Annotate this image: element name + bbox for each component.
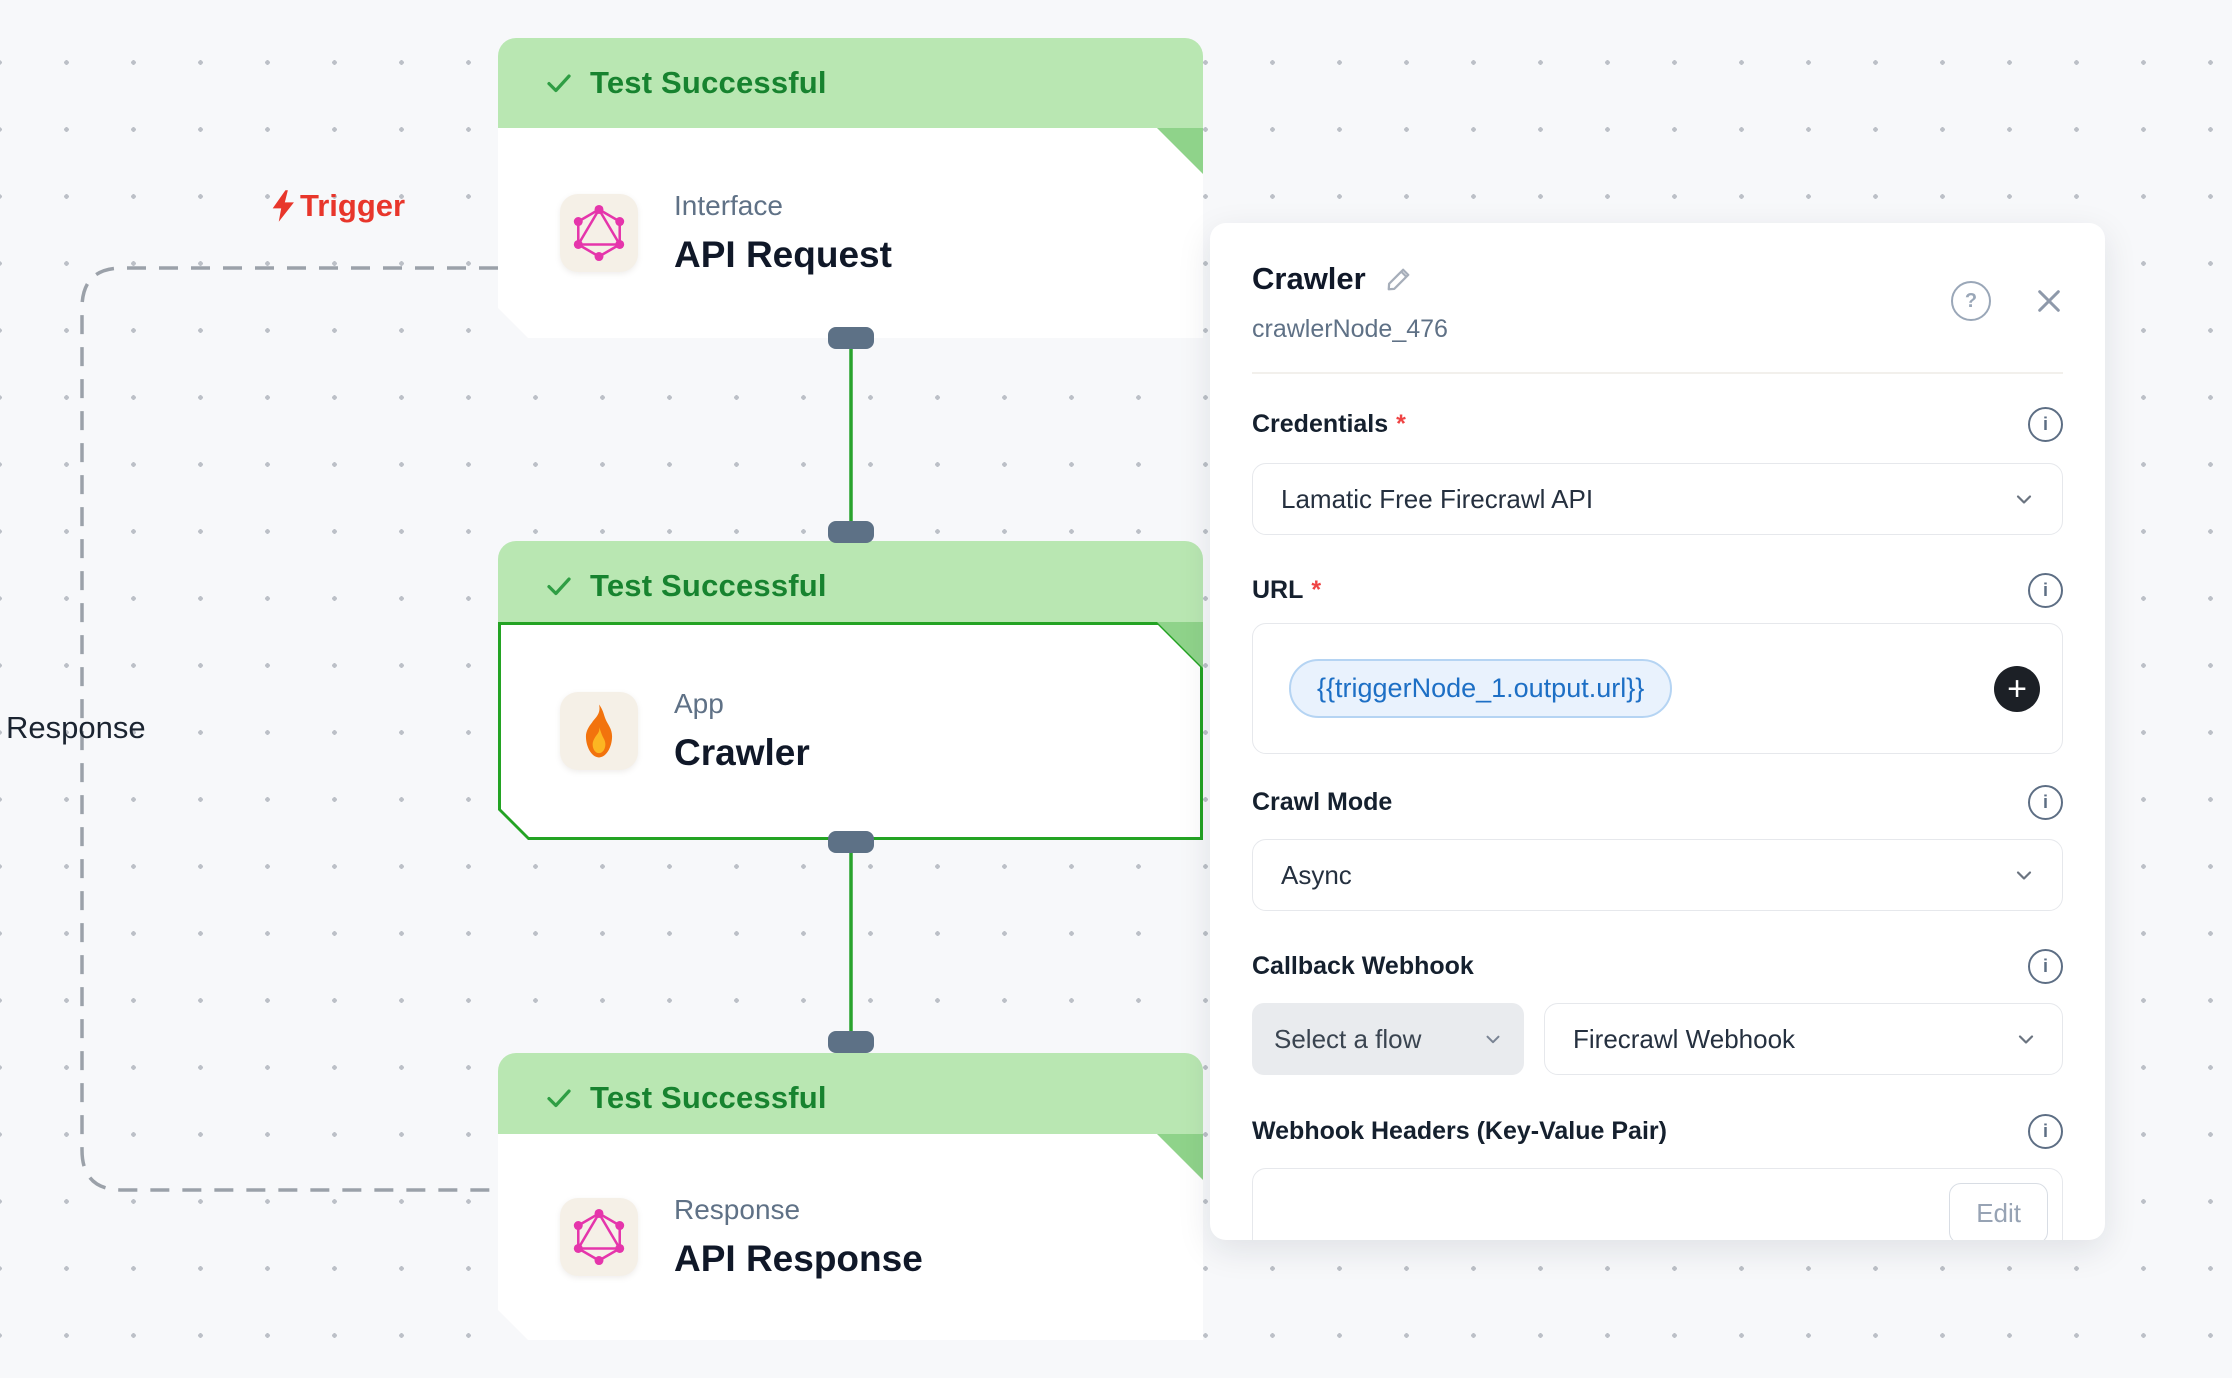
callback-webhook-label: Callback Webhook (1252, 952, 1474, 980)
check-icon (544, 68, 574, 98)
crawl-mode-label: Crawl Mode (1252, 788, 1393, 816)
flow-select-value: Select a flow (1274, 1023, 1422, 1054)
url-input[interactable]: {{triggerNode_1.output.url}} + (1252, 623, 2063, 754)
info-icon[interactable]: i (2028, 785, 2063, 820)
variable-chip[interactable]: {{triggerNode_1.output.url}} (1289, 659, 1673, 718)
close-icon[interactable] (2033, 285, 2065, 317)
node-card-selected[interactable]: App Crawler (498, 622, 1203, 840)
webhook-headers-input[interactable]: Edit (1252, 1168, 2063, 1240)
help-icon[interactable]: ? (1951, 281, 1991, 321)
check-icon (544, 571, 574, 601)
credentials-label: Credentials* (1252, 410, 1406, 438)
credentials-select[interactable]: Lamatic Free Firecrawl API (1252, 463, 2063, 535)
credentials-value: Lamatic Free Firecrawl API (1281, 483, 1594, 514)
node-api-response[interactable]: Test Successful (498, 1053, 1203, 1348)
chevron-down-icon (2012, 863, 2036, 887)
node-card[interactable]: Response API Response (498, 1134, 1203, 1340)
status-text: Test Successful (590, 65, 827, 100)
required-marker: * (1396, 410, 1406, 438)
node-config-panel: Crawler ? crawlerNode_476 Credentials* i… (1210, 223, 2105, 1240)
chevron-down-icon (2012, 487, 2036, 511)
check-icon (544, 1083, 574, 1113)
connector-handle[interactable] (828, 521, 874, 543)
webhook-headers-label: Webhook Headers (Key-Value Pair) (1252, 1117, 1667, 1145)
required-marker: * (1311, 576, 1322, 604)
status-text: Test Successful (590, 1080, 827, 1115)
graphql-icon (571, 1209, 627, 1265)
info-icon[interactable]: i (2028, 407, 2063, 442)
lightning-icon (268, 189, 298, 223)
trigger-edge-label: Trigger (268, 188, 405, 224)
chevron-down-icon (2014, 1027, 2038, 1051)
webhook-select-value: Firecrawl Webhook (1573, 1023, 1796, 1054)
node-category: Response (674, 1194, 801, 1225)
crawl-mode-select[interactable]: Async (1252, 839, 2063, 911)
chevron-down-icon (1482, 1028, 1504, 1050)
edit-headers-button[interactable]: Edit (1949, 1183, 2048, 1240)
add-variable-button[interactable]: + (1994, 665, 2040, 712)
divider (1252, 372, 2063, 374)
flow-select[interactable]: Select a flow (1252, 1003, 1524, 1075)
node-category: Interface (674, 190, 783, 221)
url-label: URL* (1252, 576, 1322, 604)
node-card[interactable]: Interface API Request (498, 128, 1203, 338)
node-api-request[interactable]: Test Successful (498, 38, 1203, 338)
graphql-icon (571, 205, 627, 261)
node-category: App (674, 688, 724, 719)
panel-title: Crawler (1252, 261, 1366, 296)
trigger-label-text: Trigger (300, 188, 406, 223)
node-title: API Request (674, 234, 892, 275)
node-icon-box (560, 692, 638, 770)
node-icon-box (560, 194, 638, 272)
node-id: crawlerNode_476 (1252, 315, 1448, 343)
crawl-mode-value: Async (1281, 859, 1352, 890)
connector-handle[interactable] (828, 831, 874, 853)
info-icon[interactable]: i (2028, 573, 2063, 608)
fire-icon (574, 703, 624, 759)
connector-handle[interactable] (828, 327, 874, 349)
node-icon-box (560, 1198, 638, 1276)
node-title: API Response (674, 1238, 923, 1279)
edit-name-pencil-icon[interactable] (1384, 264, 1414, 294)
info-icon[interactable]: i (2028, 949, 2063, 984)
connector-handle[interactable] (828, 1031, 874, 1053)
response-edge-label: Response (6, 710, 146, 745)
status-text: Test Successful (590, 568, 827, 603)
webhook-select[interactable]: Firecrawl Webhook (1544, 1003, 2063, 1075)
node-crawler[interactable]: Test Successful App Crawler (498, 541, 1203, 841)
node-title: Crawler (674, 732, 810, 773)
info-icon[interactable]: i (2028, 1114, 2063, 1149)
